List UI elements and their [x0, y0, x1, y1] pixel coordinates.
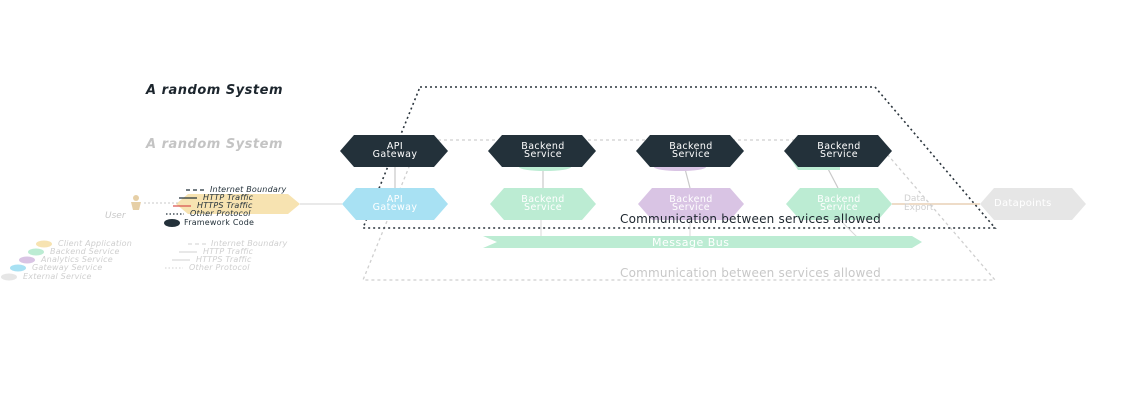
- ghost-gateway-hex: [342, 188, 448, 220]
- ghost-backend-hex-2: [786, 188, 892, 220]
- backend-framework-hex-1: [488, 135, 596, 167]
- legend-ghost-gateway: Gateway Service: [32, 263, 103, 272]
- ghost-backend-label-1: Backend Service: [521, 194, 565, 213]
- legend-ghost-http: HTTP Traffic: [203, 247, 254, 256]
- ghost-backend-hex-1: [490, 188, 596, 220]
- legend-ghost-swatches: [1, 240, 206, 281]
- system-boundary: [361, 86, 997, 229]
- ghost-system-boundary: [362, 139, 997, 281]
- external-service-label: Datapoints: [994, 198, 1052, 209]
- system-title: A random System: [146, 83, 283, 98]
- legend-item-internet-boundary: Internet Boundary: [210, 185, 287, 194]
- data-export-label: Data Export: [904, 194, 934, 213]
- legend-ghost-other-protocol: Other Protocol: [189, 263, 250, 272]
- ghost-analytics-hex: [638, 188, 744, 220]
- user-label: User: [105, 211, 126, 221]
- ghost-boundary-note: Communication between services allowed: [620, 266, 881, 280]
- gateway-label: API Gateway: [372, 141, 418, 160]
- ghost-system-title: A random System: [146, 137, 283, 152]
- ghost-analytics-label: Backend Service: [669, 194, 713, 213]
- legend-item-other-protocol: Other Protocol: [190, 209, 251, 218]
- boundary-note: Communication between services allowed: [620, 212, 881, 226]
- ghost-backend-label-2: Backend Service: [817, 194, 861, 213]
- legend-ghost-backend: Backend Service: [50, 247, 120, 256]
- connector-line: [837, 217, 859, 239]
- legend-item-https: HTTPS Traffic: [197, 201, 253, 210]
- backend-label-2: Backend Service: [669, 141, 713, 160]
- backend-label-3: Backend Service: [817, 141, 861, 160]
- message-bus: [483, 236, 922, 248]
- ghost-client-app-hex: [176, 194, 300, 214]
- backend-framework-hex-3: [784, 135, 892, 167]
- legend-item-http: HTTP Traffic: [203, 193, 254, 202]
- backend-label-1: Backend Service: [521, 141, 565, 160]
- ghost-external-hex: [980, 188, 1086, 220]
- ghost-gateway-label: API Gateway: [372, 194, 418, 213]
- legend-item-framework-code: Framework Code: [184, 218, 255, 227]
- legend-ghost-analytics: Analytics Service: [41, 255, 113, 264]
- legend-ghost-https: HTTPS Traffic: [196, 255, 252, 264]
- legend-ghost-external: External Service: [23, 272, 92, 281]
- user-icon: [131, 195, 141, 210]
- legend-top: [164, 189, 204, 227]
- legend-ghost-internet-boundary: Internet Boundary: [211, 239, 288, 248]
- backend-framework-hex-2: [636, 135, 744, 167]
- message-bus-label: Message Bus: [652, 236, 730, 249]
- legend-ghost-client: Client Application: [58, 239, 133, 248]
- gateway-framework-hex: [340, 135, 448, 167]
